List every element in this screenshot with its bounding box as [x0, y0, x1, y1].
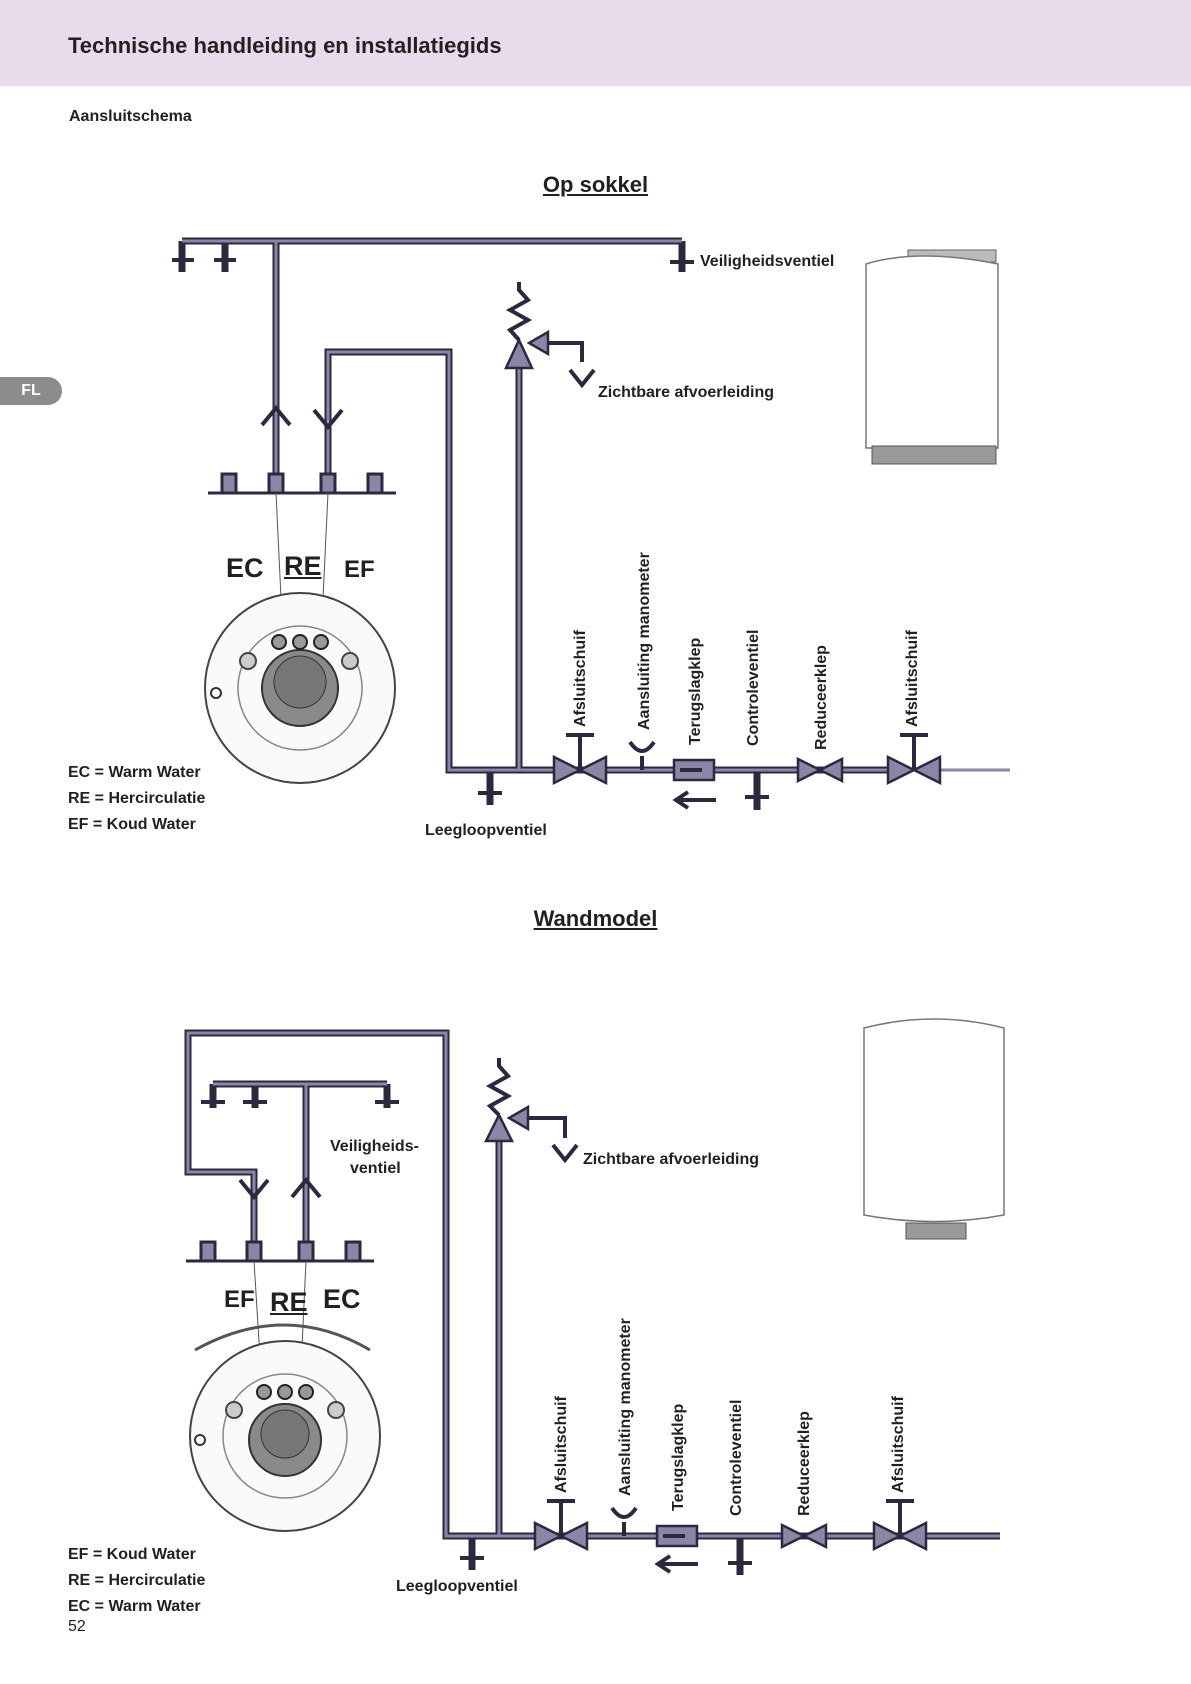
component-label: Afsluitschuif — [572, 630, 589, 727]
diagram-op-sokkel: Op sokkel — [68, 172, 1010, 839]
label-re: RE — [284, 551, 322, 581]
label-ec: EC — [226, 553, 264, 583]
component-label: Controleventiel — [728, 1399, 745, 1516]
component-label: Aansluiting manometer — [636, 552, 653, 730]
component-label: Afsluitschuif — [553, 1396, 570, 1493]
label-drain-line: Zichtbare afvoerleiding — [583, 1151, 760, 1168]
component-label: Aansluiting manometer — [617, 1318, 634, 1496]
legend-item: RE = Hercirculatie — [68, 1572, 206, 1589]
label-safety-valve-2: ventiel — [350, 1160, 401, 1177]
legend: EC = Warm Water RE = Hercirculatie EF = … — [68, 760, 205, 838]
diagram-title: Op sokkel — [542, 172, 649, 197]
page-header: Technische handleiding en installatiegid… — [0, 0, 1191, 86]
label-ef: EF — [344, 556, 375, 583]
boiler-standing-image — [865, 249, 999, 465]
boiler-wall-image — [863, 1018, 1005, 1240]
legend-item: EC = Warm Water — [68, 1598, 201, 1615]
component-label: Reduceerklep — [813, 645, 830, 750]
label-safety-valve: Veiligheidsventiel — [700, 253, 835, 270]
legend-item: RE = Hercirculatie — [68, 790, 206, 807]
section-label: Aansluitschema — [69, 108, 192, 125]
boiler-top-view — [204, 592, 396, 784]
language-tab[interactable]: FL — [0, 377, 62, 405]
component-label: Terugslagklep — [670, 1403, 687, 1511]
piping-schematic — [184, 1018, 1005, 1575]
label-ec: EC — [323, 1284, 361, 1314]
component-label: Controleventiel — [745, 629, 762, 746]
label-ef: EF — [224, 1286, 255, 1313]
diagram-title: Wandmodel — [533, 906, 658, 931]
label-drain-valve: Leegloopventiel — [425, 822, 547, 839]
legend-item: EF = Koud Water — [68, 1546, 196, 1563]
component-label: Reduceerklep — [796, 1411, 813, 1516]
label-re: RE — [270, 1287, 308, 1317]
label-drain-line: Zichtbare afvoerleiding — [598, 384, 775, 401]
piping-schematic — [172, 237, 1010, 810]
component-label: Afsluitschuif — [904, 630, 921, 727]
legend-item: EF = Koud Water — [68, 816, 196, 833]
component-label: Afsluitschuif — [890, 1396, 907, 1493]
page-title: Technische handleiding en installatiegid… — [68, 33, 502, 58]
component-label: Terugslagklep — [687, 637, 704, 745]
page-number: 52 — [68, 1618, 86, 1635]
legend-item: EC = Warm Water — [68, 764, 201, 781]
boiler-top-view — [189, 1323, 381, 1532]
legend: EF = Koud Water RE = Hercirculatie EC = … — [68, 1542, 205, 1620]
diagram-wandmodel: Wandmodel — [0, 880, 1191, 1640]
label-safety-valve-1: Veiligheids- — [330, 1138, 419, 1155]
label-drain-valve: Leegloopventiel — [396, 1578, 518, 1595]
